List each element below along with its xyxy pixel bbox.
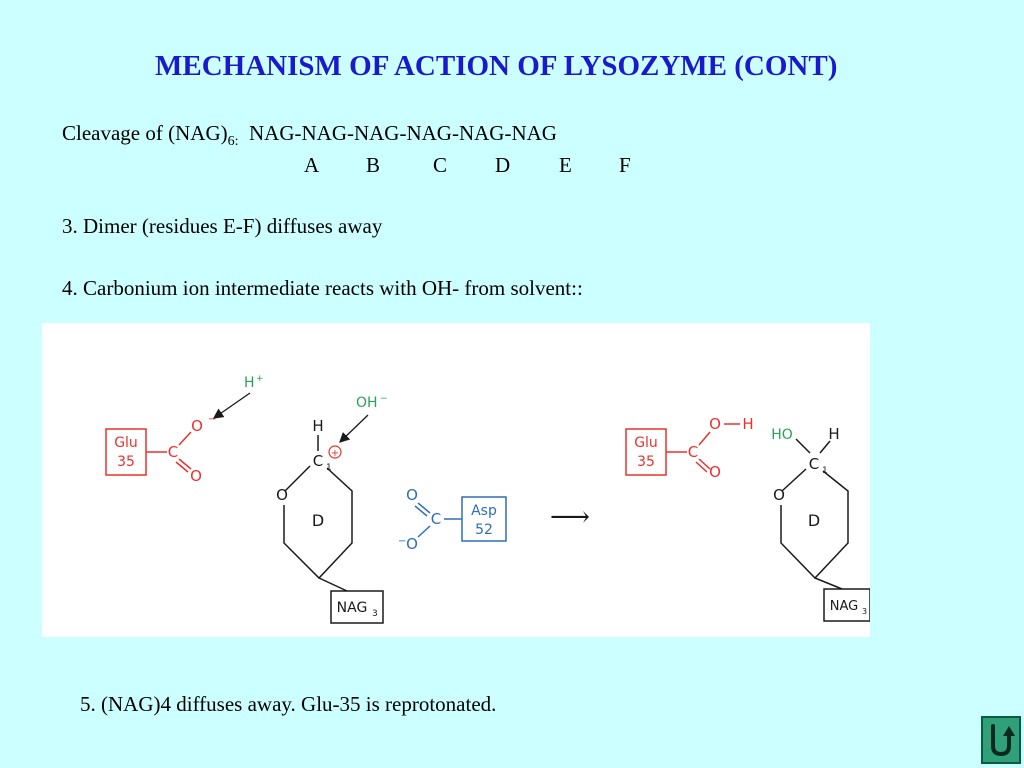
residue-letter: B	[366, 153, 381, 177]
nag3-label: NAG	[337, 600, 368, 616]
residue-letter: F	[619, 153, 631, 177]
glu-number: 35	[117, 454, 135, 470]
glu-oxygen: O	[709, 415, 721, 433]
charge-plus: +	[256, 374, 264, 384]
nag3-subscript: 3	[862, 607, 867, 616]
cleavage-subscript: 6:	[227, 134, 239, 150]
proton-label: H	[244, 375, 255, 391]
charge-minus: −	[208, 414, 216, 425]
ring-hydrogen: H	[312, 417, 323, 435]
hydroxyl-label: HO	[771, 427, 793, 443]
home-button[interactable]	[981, 716, 1021, 764]
asp-number: 52	[475, 522, 493, 538]
glu-number: 35	[637, 454, 655, 470]
hydroxide-label: OH	[356, 395, 378, 411]
sugar-ring-right: HO H C 1 O D NAG 3	[771, 425, 870, 622]
slide-title: MECHANISM OF ACTION OF LYSOZYME (CONT)	[155, 50, 838, 82]
reaction-arrow-icon: ⟶	[550, 502, 590, 533]
asp-label: Asp	[471, 503, 497, 519]
step-4: 4. Carbonium ion intermediate reacts wit…	[62, 276, 583, 300]
asp-oxygen-minus: O	[406, 535, 418, 553]
step-3: 3. Dimer (residues E-F) diffuses away	[62, 214, 383, 238]
glu-label: Glu	[634, 435, 658, 451]
cleavage-line: Cleavage of (NAG)6: NAG-NAG-NAG-NAG-NAG-…	[62, 121, 557, 150]
residue-letter: A	[304, 153, 320, 177]
ring-oxygen: O	[276, 486, 288, 504]
hydroxide-arrow: OH −	[339, 394, 388, 443]
glu-hydrogen: H	[742, 415, 753, 433]
glu35-right: Glu 35 C O H O	[625, 415, 754, 481]
asp-oxygen: O	[406, 486, 418, 504]
cleavage-prefix: Cleavage of (NAG)	[62, 121, 228, 145]
glu35-left: Glu 35 C O − O	[105, 414, 216, 485]
asp52: O C O − Asp 52	[398, 486, 507, 553]
asp-carbon: C	[431, 510, 441, 528]
proton-arrow: H +	[212, 374, 264, 419]
c1-atom: C	[313, 452, 323, 470]
glu-oxygen: O	[190, 467, 202, 485]
residue-letter: E	[559, 153, 572, 177]
charge-minus: −	[380, 394, 388, 404]
home-u-arrow-icon	[991, 724, 1015, 757]
step-5: 5. (NAG)4 diffuses away. Glu-35 is repro…	[80, 692, 497, 716]
c1-subscript: 1	[822, 466, 828, 476]
c1-atom: C	[809, 455, 819, 473]
ring-label: D	[312, 511, 324, 530]
carbonium-plus: +	[331, 448, 339, 459]
glu-carbon: C	[688, 443, 698, 461]
residue-letter: D	[495, 153, 511, 177]
nag3-subscript: 3	[372, 609, 378, 619]
glu-label: Glu	[114, 435, 138, 451]
nag3-label: NAG	[830, 599, 858, 614]
ring-label: D	[808, 511, 820, 530]
residue-letter: C	[433, 153, 448, 177]
glu-oxygen: O	[709, 463, 721, 481]
ring-oxygen: O	[773, 486, 785, 504]
glu-oxygen-minus: O	[191, 417, 203, 435]
c1-subscript: 1	[326, 463, 332, 473]
reaction-diagram: Glu 35 C O − O H + H C 1 + O	[105, 374, 870, 624]
charge-minus: −	[398, 536, 406, 547]
reaction-figure: Glu 35 C O − O H + H C 1 + O	[42, 323, 870, 637]
glu-carbon: C	[168, 443, 178, 461]
nag-chain: NAG-NAG-NAG-NAG-NAG-NAG	[249, 121, 557, 145]
sugar-ring-left: H C 1 + O D NAG 3	[276, 417, 384, 624]
ring-hydrogen: H	[828, 425, 839, 443]
